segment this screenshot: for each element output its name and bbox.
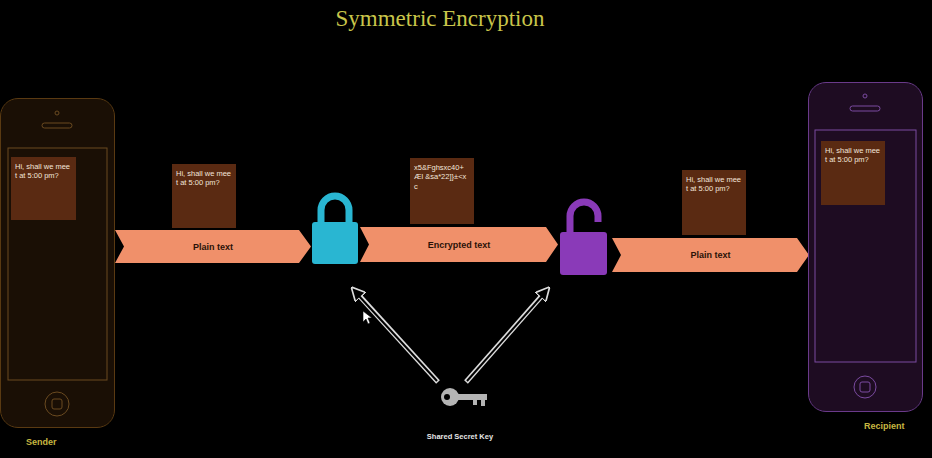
- arrow-label: Plain text: [193, 242, 233, 252]
- sender-phone: SenderHi, shall we meet at 5:00 pm?: [0, 98, 115, 428]
- key-arrow: [359, 296, 437, 381]
- arrow-band-shape: [115, 230, 311, 263]
- message-box: Hi, shall we meet at 5:00 pm?: [11, 157, 76, 220]
- phone-body: [1, 99, 115, 428]
- message-box: x5&Fghsxc40+Æl &sa*22]}±<xc: [410, 158, 474, 224]
- device-label: Sender: [26, 437, 57, 447]
- plain-text-arrow: Plain text: [612, 238, 809, 272]
- key-arrow: [466, 291, 546, 382]
- key-arrow: [467, 296, 542, 381]
- home-button: [860, 382, 870, 392]
- key-icon: [441, 388, 459, 406]
- arrow-label: Encrypted text: [428, 240, 491, 250]
- home-button: [52, 399, 62, 409]
- encrypted-text-arrow: Encrypted text: [360, 227, 558, 262]
- phone-screen: [8, 148, 107, 380]
- open-lock: [560, 232, 607, 275]
- arrow-band-shape: [360, 227, 558, 262]
- message-text: Hi, shall we meet at 5:00 pm?: [825, 146, 880, 164]
- key-label: Shared Secret Key: [427, 432, 493, 441]
- key-arrow: [355, 291, 438, 382]
- message-box: Hi, shall we meet at 5:00 pm?: [821, 141, 885, 205]
- home-button: [854, 376, 876, 398]
- message-box: Hi, shall we meet at 5:00 pm?: [172, 164, 236, 228]
- message-text: x5&Fghsxc40+Æl &sa*22]}±<xc: [414, 163, 466, 191]
- key-icon: [473, 400, 477, 405]
- key-icon: [481, 400, 485, 406]
- plain-text-arrow: Plain text: [115, 230, 311, 263]
- shared-key: Shared Secret Key: [410, 378, 510, 441]
- phone-speaker: [850, 106, 880, 111]
- message-text: Hi, shall we meet at 5:00 pm?: [176, 169, 231, 187]
- recipient-phone: RecipientHi, shall we meet at 5:00 pm?: [808, 82, 923, 412]
- message-text: Hi, shall we meet at 5:00 pm?: [686, 175, 741, 193]
- message-box: Hi, shall we meet at 5:00 pm?: [682, 170, 746, 235]
- device-label: Recipient: [864, 421, 905, 431]
- phone-screen: [815, 130, 916, 362]
- phone-camera: [863, 94, 867, 98]
- closed-lock: [312, 222, 358, 264]
- phone-body: [809, 83, 923, 412]
- phone-camera: [55, 111, 59, 115]
- diagram-title: Symmetric Encryption: [0, 6, 880, 32]
- key-icon: [457, 394, 487, 400]
- lock-shackle: [321, 196, 349, 224]
- mouse-cursor: [363, 311, 372, 324]
- home-button: [45, 392, 69, 416]
- message-text: Hi, shall we meet at 5:00 pm?: [15, 162, 70, 180]
- arrow-label: Plain text: [690, 250, 730, 260]
- lock-shackle: [570, 202, 598, 234]
- arrow-band-shape: [612, 238, 809, 272]
- key-icon: [444, 394, 450, 400]
- phone-speaker: [42, 123, 72, 128]
